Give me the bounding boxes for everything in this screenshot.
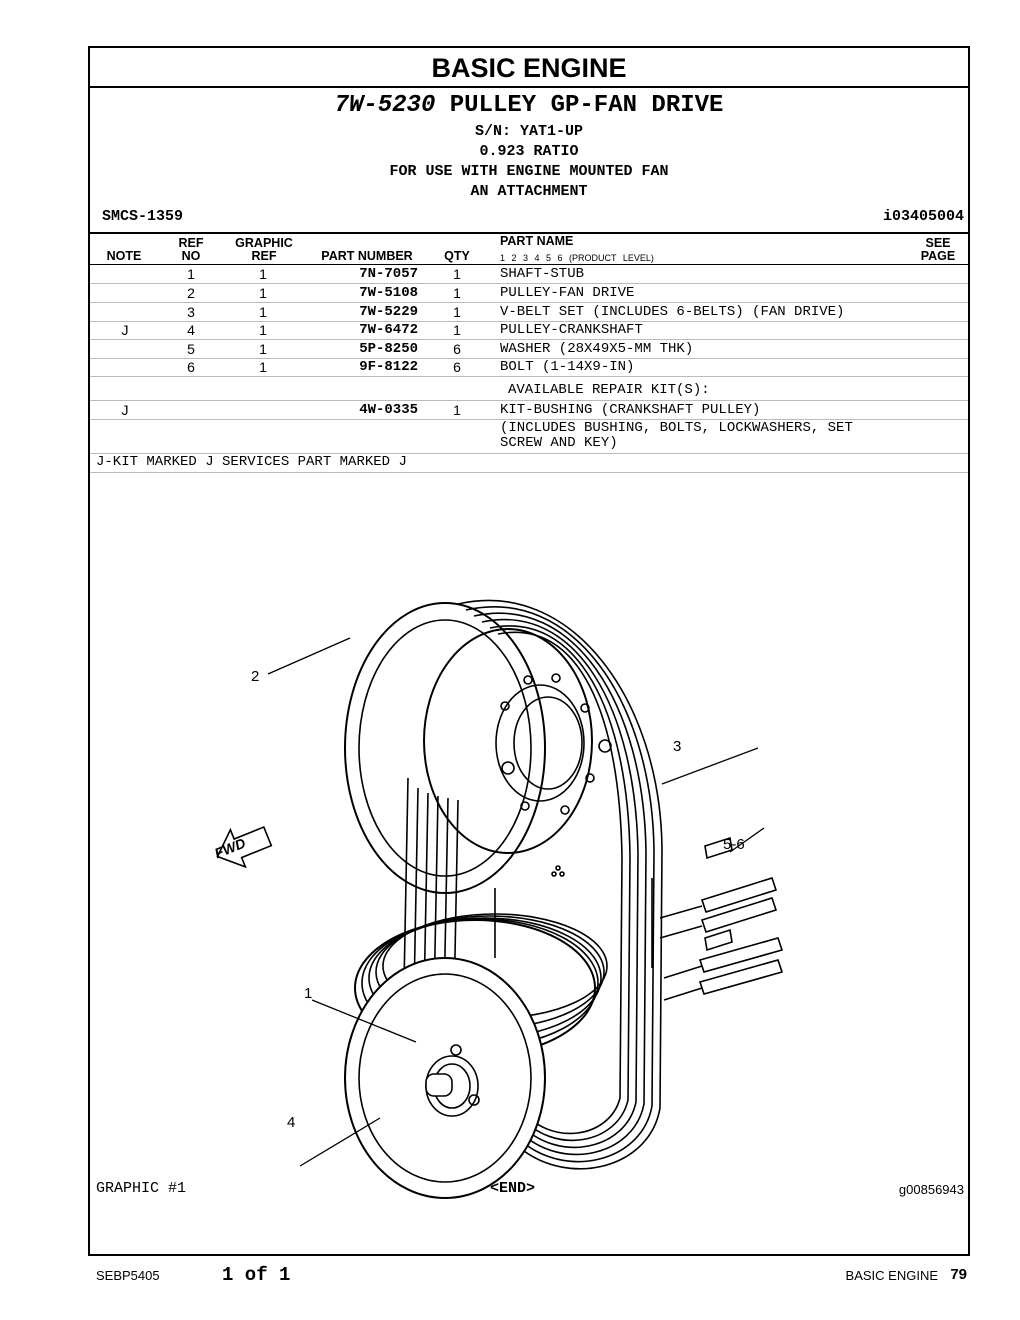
kit-row: J 4W-0335 1 KIT-BUSHING (CRANKSHAFT PULL… — [90, 401, 968, 420]
table-row: 5 1 5P-8250 6 WASHER (28X49X5-MM THK) — [90, 340, 968, 359]
doc-number: SEBP5405 — [96, 1268, 160, 1283]
page-count: 1 of 1 — [222, 1264, 291, 1286]
table-row: 2 1 7W-5108 1 PULLEY-FAN DRIVE — [90, 284, 968, 303]
row-graphic: 1 — [259, 322, 267, 338]
kit-heading: AVAILABLE REPAIR KIT(S): — [508, 382, 710, 398]
kit-description-line: SCREW AND KEY) — [500, 435, 618, 451]
attachment-line: AN ATTACHMENT — [470, 183, 588, 200]
section-title: BASIC ENGINE — [90, 48, 968, 88]
graphic-label: GRAPHIC #1 — [96, 1180, 187, 1197]
row-graphic: 1 — [259, 285, 267, 301]
callout-2: 2 — [251, 668, 260, 685]
row-part-number: 9F-8122 — [359, 359, 418, 375]
end-label: <END> — [490, 1180, 536, 1197]
row-part-number: 7W-5229 — [359, 304, 418, 320]
pulley-illustration — [344, 599, 784, 1199]
col-see-bottom: PAGE — [920, 249, 956, 263]
row-ref: 5 — [187, 341, 195, 357]
kit-footnote: J-KIT MARKED J SERVICES PART MARKED J — [96, 454, 407, 470]
row-graphic: 1 — [259, 359, 267, 375]
table-row: 1 1 7N-7057 1 SHAFT-STUB — [90, 265, 968, 284]
serial-line: S/N: YAT1-UP — [474, 123, 584, 140]
row-part-name: PULLEY-CRANKSHAFT — [500, 322, 643, 338]
row-ref: 3 — [187, 304, 195, 320]
footnote-rule — [90, 472, 968, 473]
row-part-number: 5P-8250 — [359, 341, 418, 357]
kit-note: J — [121, 402, 129, 418]
document-id: i03405004 — [882, 208, 964, 225]
col-ref-bottom: NO — [181, 249, 201, 263]
row-part-name: PULLEY-FAN DRIVE — [500, 285, 635, 301]
table-row: J 4 1 7W-6472 1 PULLEY-CRANKSHAFT — [90, 321, 968, 340]
page-number: 79 — [950, 1266, 967, 1283]
row-ref: 1 — [187, 266, 195, 282]
header-bottom-rule — [90, 264, 968, 265]
kit-name: KIT-BUSHING (CRANKSHAFT PULLEY) — [500, 402, 761, 418]
col-see-top: SEE — [925, 236, 951, 250]
kit-description-line: (INCLUDES BUSHING, BOLTS, LOCKWASHERS, S… — [500, 420, 853, 436]
product-level: 1 2 3 4 5 6 (PRODUCT LEVEL) — [500, 253, 654, 263]
table-row: 6 1 9F-8122 6 BOLT (1-14X9-IN) — [90, 358, 968, 377]
col-ref-top: REF — [178, 236, 204, 250]
row-ref: 6 — [187, 359, 195, 375]
callout-5-6: 5-6 — [723, 836, 745, 853]
kit-part-number: 4W-0335 — [359, 402, 418, 418]
footer-section: BASIC ENGINE — [845, 1268, 938, 1283]
row-part-name: BOLT (1-14X9-IN) — [500, 359, 635, 375]
row-graphic: 1 — [259, 341, 267, 357]
kit-qty: 1 — [453, 402, 461, 418]
row-ref: 4 — [187, 322, 195, 338]
callout-4: 4 — [287, 1114, 296, 1131]
col-graphic-bottom: REF — [251, 249, 277, 263]
col-part-number: PART NUMBER — [321, 249, 413, 263]
row-qty: 6 — [453, 359, 461, 375]
row-part-number: 7N-7057 — [359, 266, 418, 282]
row-note: J — [121, 322, 129, 338]
group-part-number: 7W-5230 — [334, 92, 436, 119]
col-graphic-top: GRAPHIC — [235, 236, 293, 250]
col-qty: QTY — [444, 249, 470, 263]
kit-heading-row: AVAILABLE REPAIR KIT(S): — [90, 382, 968, 401]
row-qty: 6 — [453, 341, 461, 357]
callout-3: 3 — [673, 738, 682, 755]
page-frame: BASIC ENGINE 7W-5230 PULLEY GP-FAN DRIVE… — [88, 46, 970, 1256]
header-divider — [90, 232, 968, 234]
group-name: PULLEY GP-FAN DRIVE — [449, 92, 724, 119]
use-line: FOR USE WITH ENGINE MOUNTED FAN — [389, 163, 669, 180]
row-part-number: 7W-6472 — [359, 322, 418, 338]
kit-description: (INCLUDES BUSHING, BOLTS, LOCKWASHERS, S… — [90, 421, 968, 454]
row-part-number: 7W-5108 — [359, 285, 418, 301]
callout-leaders — [216, 637, 765, 1167]
col-note: NOTE — [106, 249, 142, 263]
row-part-name: V-BELT SET (INCLUDES 6-BELTS) (FAN DRIVE… — [500, 304, 845, 320]
smcs-code: SMCS-1359 — [102, 208, 184, 225]
row-part-name: WASHER (28X49X5-MM THK) — [500, 341, 694, 357]
table-row: 3 1 7W-5229 1 V-BELT SET (INCLUDES 6-BEL… — [90, 303, 968, 322]
row-qty: 1 — [453, 304, 461, 320]
row-qty: 1 — [453, 266, 461, 282]
col-part-name: PART NAME — [500, 234, 574, 248]
group-title: 7W-5230 PULLEY GP-FAN DRIVE — [90, 92, 968, 119]
row-graphic: 1 — [259, 304, 267, 320]
row-qty: 1 — [453, 322, 461, 338]
row-qty: 1 — [453, 285, 461, 301]
ratio-line: 0.923 RATIO — [479, 143, 579, 160]
callout-1: 1 — [304, 985, 313, 1002]
graphic-id: g00856943 — [898, 1182, 964, 1197]
row-ref: 2 — [187, 285, 195, 301]
row-graphic: 1 — [259, 266, 267, 282]
row-part-name: SHAFT-STUB — [500, 266, 585, 282]
